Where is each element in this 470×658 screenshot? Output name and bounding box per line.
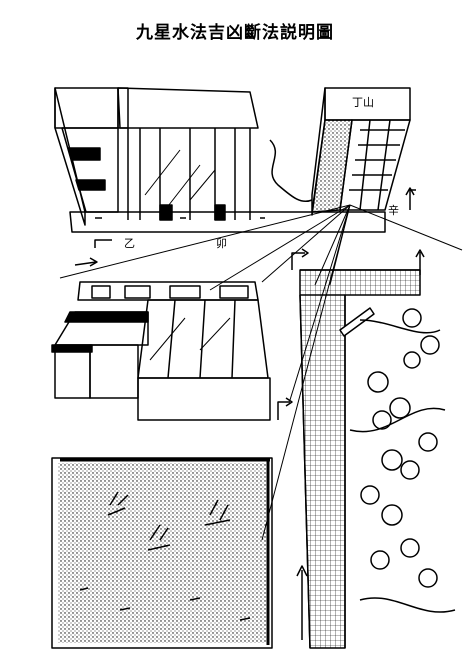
building-middle-left xyxy=(51,281,271,421)
trees xyxy=(349,308,456,613)
yi-label: 乙 xyxy=(124,237,135,250)
flow-arrows xyxy=(74,187,425,640)
xin-label: 辛 xyxy=(388,203,399,217)
diagram-title: 九星水法吉凶斷法説明圖 xyxy=(136,23,334,43)
mao-label: 卯 xyxy=(216,237,227,250)
garden-field xyxy=(51,457,273,649)
ding-shan-label: 丁山 xyxy=(352,96,374,109)
sight-lines xyxy=(59,204,463,541)
building-top-left xyxy=(54,87,411,233)
